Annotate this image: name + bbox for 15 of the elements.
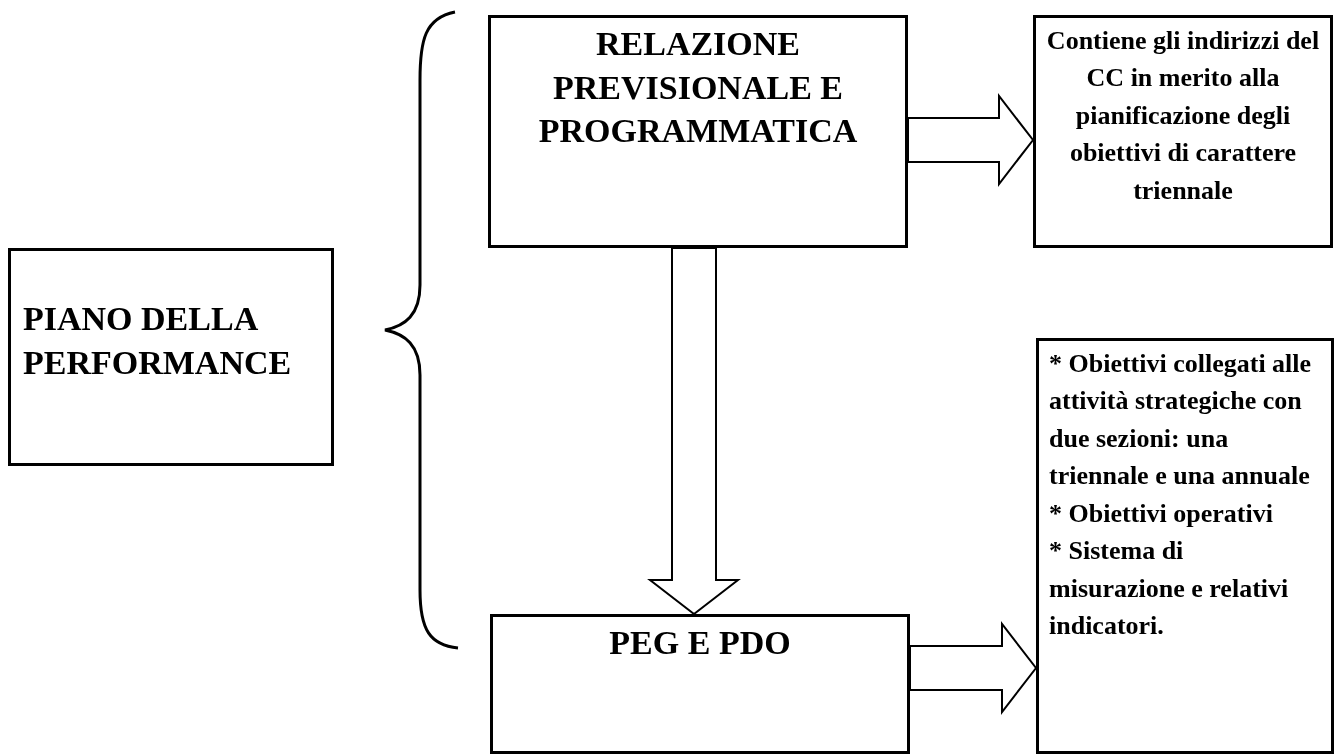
box-text: * Sistema di misurazione e relativi indicatori. bbox=[1049, 535, 1290, 643]
text-box bbox=[1033, 15, 1333, 248]
box-text: * Obiettivi collegati alle attività strategiche con due sezioni: una triennale e una annuale bbox=[1049, 348, 1313, 493]
block-arrow bbox=[907, 93, 1035, 187]
box-text: PEG E PDO bbox=[608, 623, 792, 663]
box-text: * Obiettivi operativi bbox=[1049, 497, 1274, 530]
block-arrow bbox=[647, 247, 741, 616]
text-box bbox=[490, 614, 910, 754]
box-text: PIANO DELLA PERFORMANCE bbox=[23, 299, 293, 384]
block-arrow bbox=[909, 621, 1038, 715]
text-box bbox=[8, 248, 334, 466]
text-box bbox=[488, 15, 908, 248]
box-text: Contiene gli indirizzi del CC in merito alla pianificazione degli obiettivi di carattere triennale bbox=[1045, 25, 1321, 207]
box-text: RELAZIONE PREVISIONALE E PROGRAMMATICA bbox=[537, 24, 859, 152]
text-box bbox=[1036, 338, 1334, 754]
